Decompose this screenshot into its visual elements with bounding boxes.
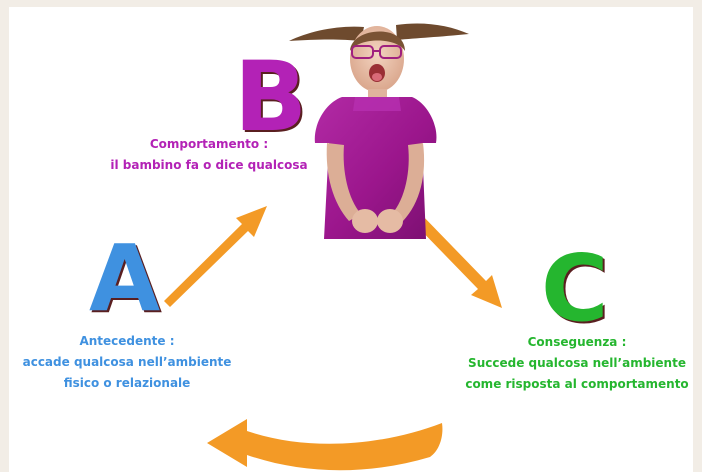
caption-a-title: Antecedente : bbox=[79, 334, 175, 348]
letter-b: B bbox=[234, 41, 308, 153]
caption-b-text: il bambino fa o dice qualcosa bbox=[110, 158, 308, 172]
caption-c-line-1: Succede qualcosa nell’ambiente bbox=[468, 356, 686, 370]
caption-c-line-2: come risposta al comportamento bbox=[465, 377, 689, 391]
letter-a: A bbox=[89, 225, 161, 332]
arrow-c-to-a bbox=[207, 419, 443, 471]
arrows-layer bbox=[164, 23, 502, 471]
arrow-a-to-b bbox=[164, 206, 267, 307]
caption-b: Comportamento : il bambino fa o dice qua… bbox=[104, 134, 314, 176]
girl-photo bbox=[289, 23, 469, 239]
caption-a-line-1: accade qualcosa nell’ambiente bbox=[22, 355, 232, 369]
caption-c: Conseguenza : Succede qualcosa nell’ambi… bbox=[461, 332, 693, 395]
abc-diagram-panel: B Comportamento : il bambino fa o dice q… bbox=[9, 7, 693, 472]
caption-a: Antecedente : accade qualcosa nell’ambie… bbox=[11, 331, 243, 394]
caption-a-line-2: fisico o relazionale bbox=[63, 376, 191, 390]
caption-c-title: Conseguenza : bbox=[527, 335, 627, 349]
caption-b-title: Comportamento : bbox=[149, 137, 269, 151]
arrow-b-to-c bbox=[411, 212, 502, 308]
letter-c: C bbox=[541, 235, 609, 342]
